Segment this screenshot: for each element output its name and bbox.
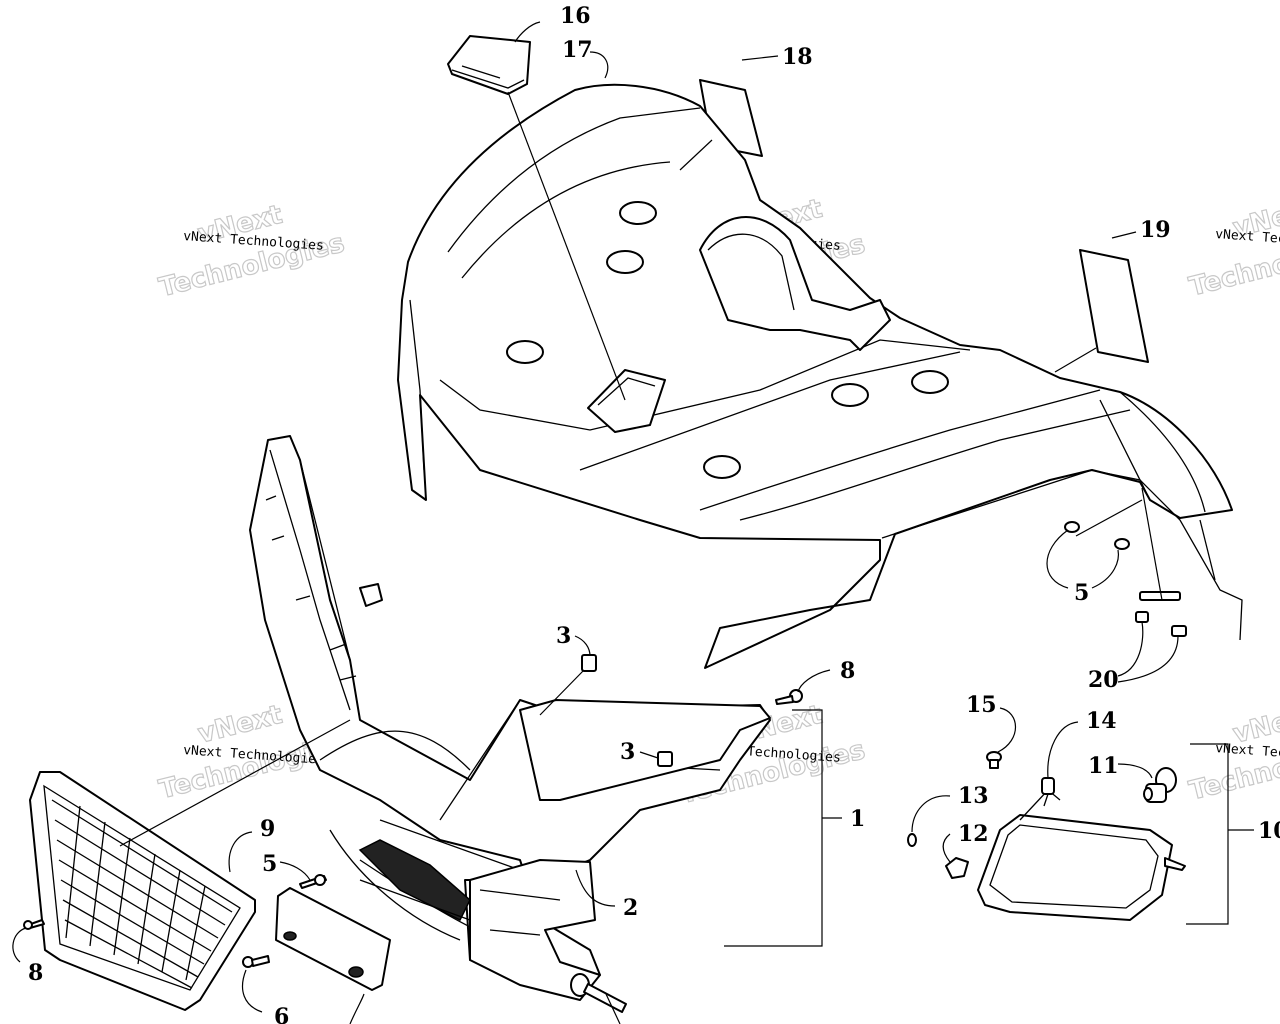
part-3-clip-a (581, 654, 597, 672)
callout-8b: 8 (28, 960, 43, 986)
callout-17: 17 (562, 37, 593, 63)
callout-20: 20 (1088, 667, 1119, 693)
callout-9: 9 (260, 816, 275, 842)
callout-11: 11 (1088, 753, 1119, 779)
callout-1: 1 (850, 806, 865, 832)
watermark-big-1: vNext (195, 700, 285, 750)
callout-19: 19 (1140, 217, 1171, 243)
grille-mesh (51, 799, 233, 989)
part-bolt (570, 973, 627, 1013)
part-11-bulb (1143, 767, 1177, 803)
callout-5b: 5 (262, 851, 277, 877)
part-1-front-bumper (249, 435, 771, 991)
part-15-fastener (986, 751, 1002, 769)
part-20-clips (1135, 591, 1187, 637)
callout-2: 2 (623, 895, 638, 921)
part-14-socket (1041, 777, 1055, 807)
callout-14: 14 (1086, 708, 1117, 734)
callout-18: 18 (782, 44, 813, 70)
part-6-pad (275, 887, 391, 991)
part-16-badge (447, 35, 531, 95)
watermark-top-right: vNext Technologies vNext Technologies (1186, 193, 1280, 303)
callout-labels: 16 17 18 19 5 20 3 3 8 1 2 9 5 8 6 15 14… (28, 3, 1280, 1024)
watermark-bottom-right: vNext Technologies vNext Technologies (1186, 699, 1280, 807)
callout-5a: 5 (1074, 580, 1089, 606)
part-17-front-fender (397, 83, 1243, 669)
callout-12: 12 (958, 821, 989, 847)
part-6-screw (242, 955, 270, 968)
part-13-o-ring (907, 833, 917, 847)
part-3-clip-b (657, 751, 673, 767)
callout-10: 10 (1258, 818, 1280, 844)
part-5-rivets (299, 521, 1130, 889)
part-12-nut (945, 857, 969, 879)
callout-3a: 3 (556, 623, 571, 649)
callout-3b: 3 (620, 739, 635, 765)
callout-8a: 8 (840, 658, 855, 684)
part-19-decal (1079, 249, 1149, 363)
callout-13: 13 (958, 783, 989, 809)
part-10-headlight (977, 789, 1186, 921)
leader-lines (12, 21, 1254, 1024)
callout-15: 15 (966, 692, 997, 718)
part-9-grille (29, 771, 256, 1011)
watermark-small: vNext Technologies (1215, 227, 1280, 252)
callout-16: 16 (560, 3, 591, 29)
watermark-top-left: vNext Technologies vNext Technologies (156, 199, 348, 304)
part-2-lower-valance (469, 859, 601, 1001)
part-8-screws (23, 689, 803, 930)
callout-6: 6 (274, 1004, 289, 1024)
